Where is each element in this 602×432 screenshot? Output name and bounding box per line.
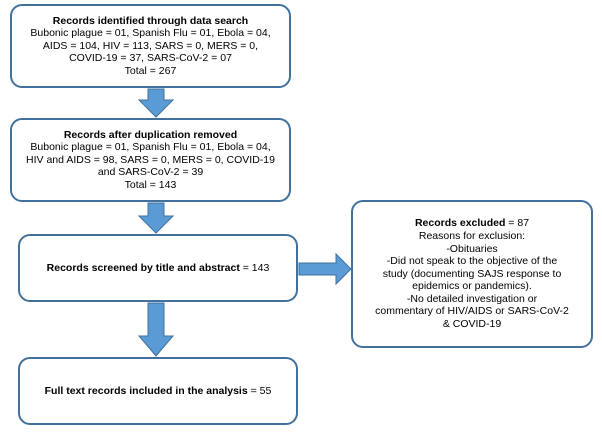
records-after-duplication-total: Total = 143 <box>124 178 177 191</box>
records-after-duplication-line: Bubonic plague = 01, Spanish Flu = 01, E… <box>30 141 271 154</box>
arrow-down-1 <box>137 88 175 118</box>
records-excluded-heading: Records excluded = 87 <box>415 217 529 230</box>
records-screened-count: = 143 <box>239 261 270 274</box>
records-identified-line: COVID-19 = 37, SARS-CoV-2 = 07 <box>69 52 232 65</box>
records-identified-line: Bubonic plague = 01, Spanish Flu = 01, E… <box>30 27 271 40</box>
full-text-records-title: Full text records included in the analys… <box>44 384 248 397</box>
records-identified-total: Total = 267 <box>124 64 177 77</box>
exclusion-reason: & COVID-19 <box>442 318 502 331</box>
full-text-records-count: = 55 <box>247 384 272 397</box>
records-after-duplication-line: HIV and AIDS = 98, SARS = 0, MERS = 0, C… <box>26 153 275 166</box>
full-text-records-text: Full text records included in the analys… <box>45 385 272 398</box>
exclusion-reason: -Obituaries <box>446 242 498 255</box>
exclusion-reasons-label: Reasons for exclusion: <box>418 229 526 242</box>
records-after-duplication-line: and SARS-CoV-2 = 39 <box>97 166 204 179</box>
exclusion-reason: study (documenting SAJS response to <box>382 267 562 280</box>
records-after-duplication-box: Records after duplication removed Buboni… <box>10 118 291 202</box>
full-text-records-box: Full text records included in the analys… <box>18 357 298 425</box>
arrow-down-3 <box>137 302 175 357</box>
records-excluded-count: = 87 <box>505 217 530 230</box>
exclusion-reason: epidemics or pandemics). <box>412 280 532 293</box>
records-identified-line: AIDS = 104, HIV = 113, SARS = 0, MERS = … <box>42 39 259 52</box>
records-screened-title: Records screened by title and abstract <box>46 261 240 274</box>
exclusion-reason: commentary of HIV/AIDS or SARS-CoV-2 <box>375 305 569 318</box>
exclusion-reason: -No detailed investigation or <box>406 292 538 305</box>
records-excluded-title: Records excluded <box>414 217 506 230</box>
records-after-duplication-title: Records after duplication removed <box>63 128 238 141</box>
records-identified-box: Records identified through data search B… <box>10 4 291 88</box>
records-screened-box: Records screened by title and abstract =… <box>18 234 298 302</box>
records-excluded-box: Records excluded = 87 Reasons for exclus… <box>351 200 593 348</box>
records-identified-title: Records identified through data search <box>52 14 249 27</box>
arrow-right <box>298 252 352 286</box>
exclusion-reason: -Did not speak to the objective of the <box>386 255 558 268</box>
arrow-down-2 <box>137 202 175 234</box>
records-screened-text: Records screened by title and abstract =… <box>47 262 270 275</box>
